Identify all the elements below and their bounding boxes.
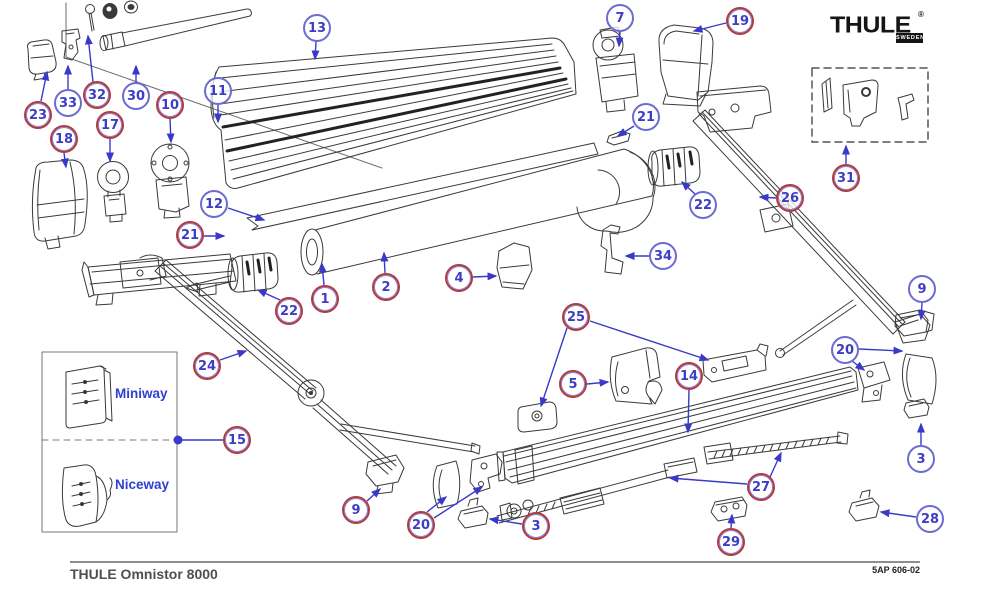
callout-30: 30	[122, 82, 150, 110]
part-shoulder-right	[696, 85, 772, 133]
part-bracket-28	[848, 489, 880, 522]
part-cover-20-left	[432, 460, 461, 509]
part-clip-34	[600, 224, 624, 275]
part-awning-case	[210, 37, 577, 189]
callout-13: 13	[303, 14, 331, 42]
callout-15: 15	[223, 426, 251, 454]
part-plate-25-left	[517, 401, 558, 433]
part-spring-unit-20-right	[857, 361, 891, 403]
part-bracket-29	[710, 496, 748, 522]
callout-34: 34	[649, 242, 677, 270]
callout-9: 9	[908, 275, 936, 303]
legend-label-miniway: Miniway	[115, 386, 168, 401]
callout-5: 5	[559, 370, 587, 398]
part-support-bracket-5	[609, 347, 663, 405]
part-end-knobs	[102, 0, 138, 19]
legend-label-niceway: Niceway	[115, 477, 170, 492]
part-bolt	[85, 4, 95, 32]
callout-9: 9	[342, 496, 370, 524]
part-bracket-33	[61, 28, 81, 61]
callout-21: 21	[632, 103, 660, 131]
callout-4: 4	[445, 264, 473, 292]
part-drive-adapter-right	[647, 146, 701, 187]
registered-mark: ®	[918, 10, 924, 19]
callout-23: 23	[24, 101, 52, 129]
part-tension-rafter-lower	[496, 457, 698, 524]
legend-box	[41, 351, 178, 533]
callout-27: 27	[747, 473, 775, 501]
part-gear-unit-10	[150, 143, 190, 219]
part-foot-bracket-9-left	[365, 454, 405, 495]
part-lead-rail	[496, 366, 859, 485]
callout-7: 7	[606, 4, 634, 32]
part-clip-21-right	[606, 130, 631, 146]
callout-28: 28	[916, 505, 944, 533]
part-motor-7	[592, 26, 639, 113]
footer-title: THULE Omnistor 8000	[70, 566, 218, 582]
part-fabric-sheet	[246, 142, 599, 231]
callout-26: 26	[776, 184, 804, 212]
callout-25: 25	[562, 303, 590, 331]
part-roller-tube-and-fabric	[300, 148, 656, 276]
callout-3: 3	[907, 445, 935, 473]
brand-name: THULE	[830, 12, 911, 38]
callout-3: 3	[522, 512, 550, 540]
part-arm-left	[154, 259, 481, 475]
callout-33: 33	[54, 89, 82, 117]
part-wall-bracket-left	[26, 39, 57, 81]
footer-rule	[70, 561, 920, 563]
part-clip-25-right	[702, 343, 769, 383]
part-mount-bracket-left	[81, 253, 237, 306]
callout-22: 22	[275, 297, 303, 325]
mounting-kit-box	[811, 67, 929, 143]
callout-1: 1	[311, 285, 339, 313]
callout-20: 20	[407, 511, 435, 539]
callout-31: 31	[832, 164, 860, 192]
callout-22: 22	[689, 191, 717, 219]
niceway-remote	[61, 464, 113, 527]
part-cover-20-right	[902, 353, 937, 405]
callout-32: 32	[83, 81, 111, 109]
callout-10: 10	[156, 91, 184, 119]
callout-14: 14	[675, 362, 703, 390]
part-bracket-3-left	[457, 497, 489, 529]
callout-12: 12	[200, 190, 228, 218]
part-motor-adapter-17	[97, 161, 129, 223]
callout-11: 11	[204, 77, 232, 105]
callout-19: 19	[726, 7, 754, 35]
thule-logo: THULE ® SWEDEN	[830, 10, 930, 55]
doc-number: 5AP 606-02	[872, 565, 920, 575]
part-arm-right	[692, 109, 931, 358]
callout-29: 29	[717, 528, 745, 556]
part-tension-rafter-upper	[703, 431, 849, 465]
part-wall-panel	[65, 2, 383, 169]
part-bracket-3-right	[903, 398, 930, 419]
brand-subtitle: SWEDEN	[896, 33, 925, 43]
callout-24: 24	[193, 352, 221, 380]
callout-17: 17	[96, 111, 124, 139]
callout-21: 21	[176, 221, 204, 249]
callout-2: 2	[372, 273, 400, 301]
miniway-remote	[65, 365, 113, 429]
part-roller-rod	[99, 8, 252, 51]
callout-18: 18	[50, 125, 78, 153]
part-end-cap-housing	[31, 159, 88, 250]
part-bracket-4	[496, 242, 533, 290]
part-motor-cover-19	[658, 24, 714, 107]
callout-20: 20	[831, 336, 859, 364]
